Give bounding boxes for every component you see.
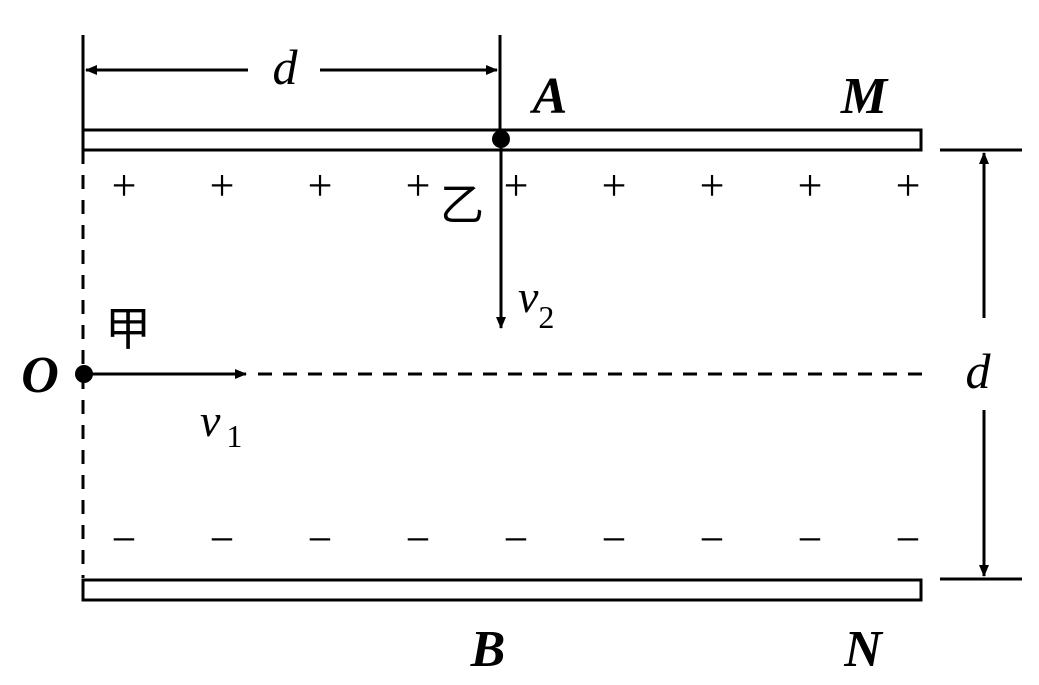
top-distance-label: d	[273, 39, 299, 95]
negative-charge-sign: −	[896, 515, 921, 564]
positive-charge-sign: +	[406, 161, 431, 210]
negative-charge-sign: −	[700, 515, 725, 564]
negative-charge-sign: −	[112, 515, 137, 564]
positive-charges: + + + + + + + + +	[112, 161, 921, 210]
point-a-label: A	[530, 68, 568, 125]
negative-charge-sign: −	[602, 515, 627, 564]
bottom-plate	[81, 578, 923, 602]
positive-charge-sign: +	[112, 161, 137, 210]
positive-charge-sign: +	[602, 161, 627, 210]
point-o-label: O	[21, 347, 59, 404]
negative-charge-sign: −	[798, 515, 823, 564]
plate-m-label: M	[840, 68, 889, 125]
positive-charge-sign: +	[504, 161, 529, 210]
velocity-2-label: v2	[518, 271, 554, 335]
particle-yi-label: 乙	[440, 180, 484, 231]
positive-charge-sign: +	[896, 161, 921, 210]
negative-charge-sign: −	[504, 515, 529, 564]
particle-jia-label: 甲	[105, 302, 151, 356]
positive-charge-sign: +	[210, 161, 235, 210]
negative-charge-sign: −	[308, 515, 333, 564]
negative-charge-sign: −	[406, 515, 431, 564]
positive-charge-sign: +	[798, 161, 823, 210]
point-a-dot	[492, 130, 510, 148]
point-b-label: B	[470, 621, 506, 678]
positive-charge-sign: +	[308, 161, 333, 210]
negative-charge-sign: −	[210, 515, 235, 564]
plate-n-label: N	[843, 621, 884, 678]
right-distance-label: d	[966, 343, 992, 399]
positive-charge-sign: +	[700, 161, 725, 210]
negative-charges: −−−−−−−−−	[112, 515, 921, 564]
